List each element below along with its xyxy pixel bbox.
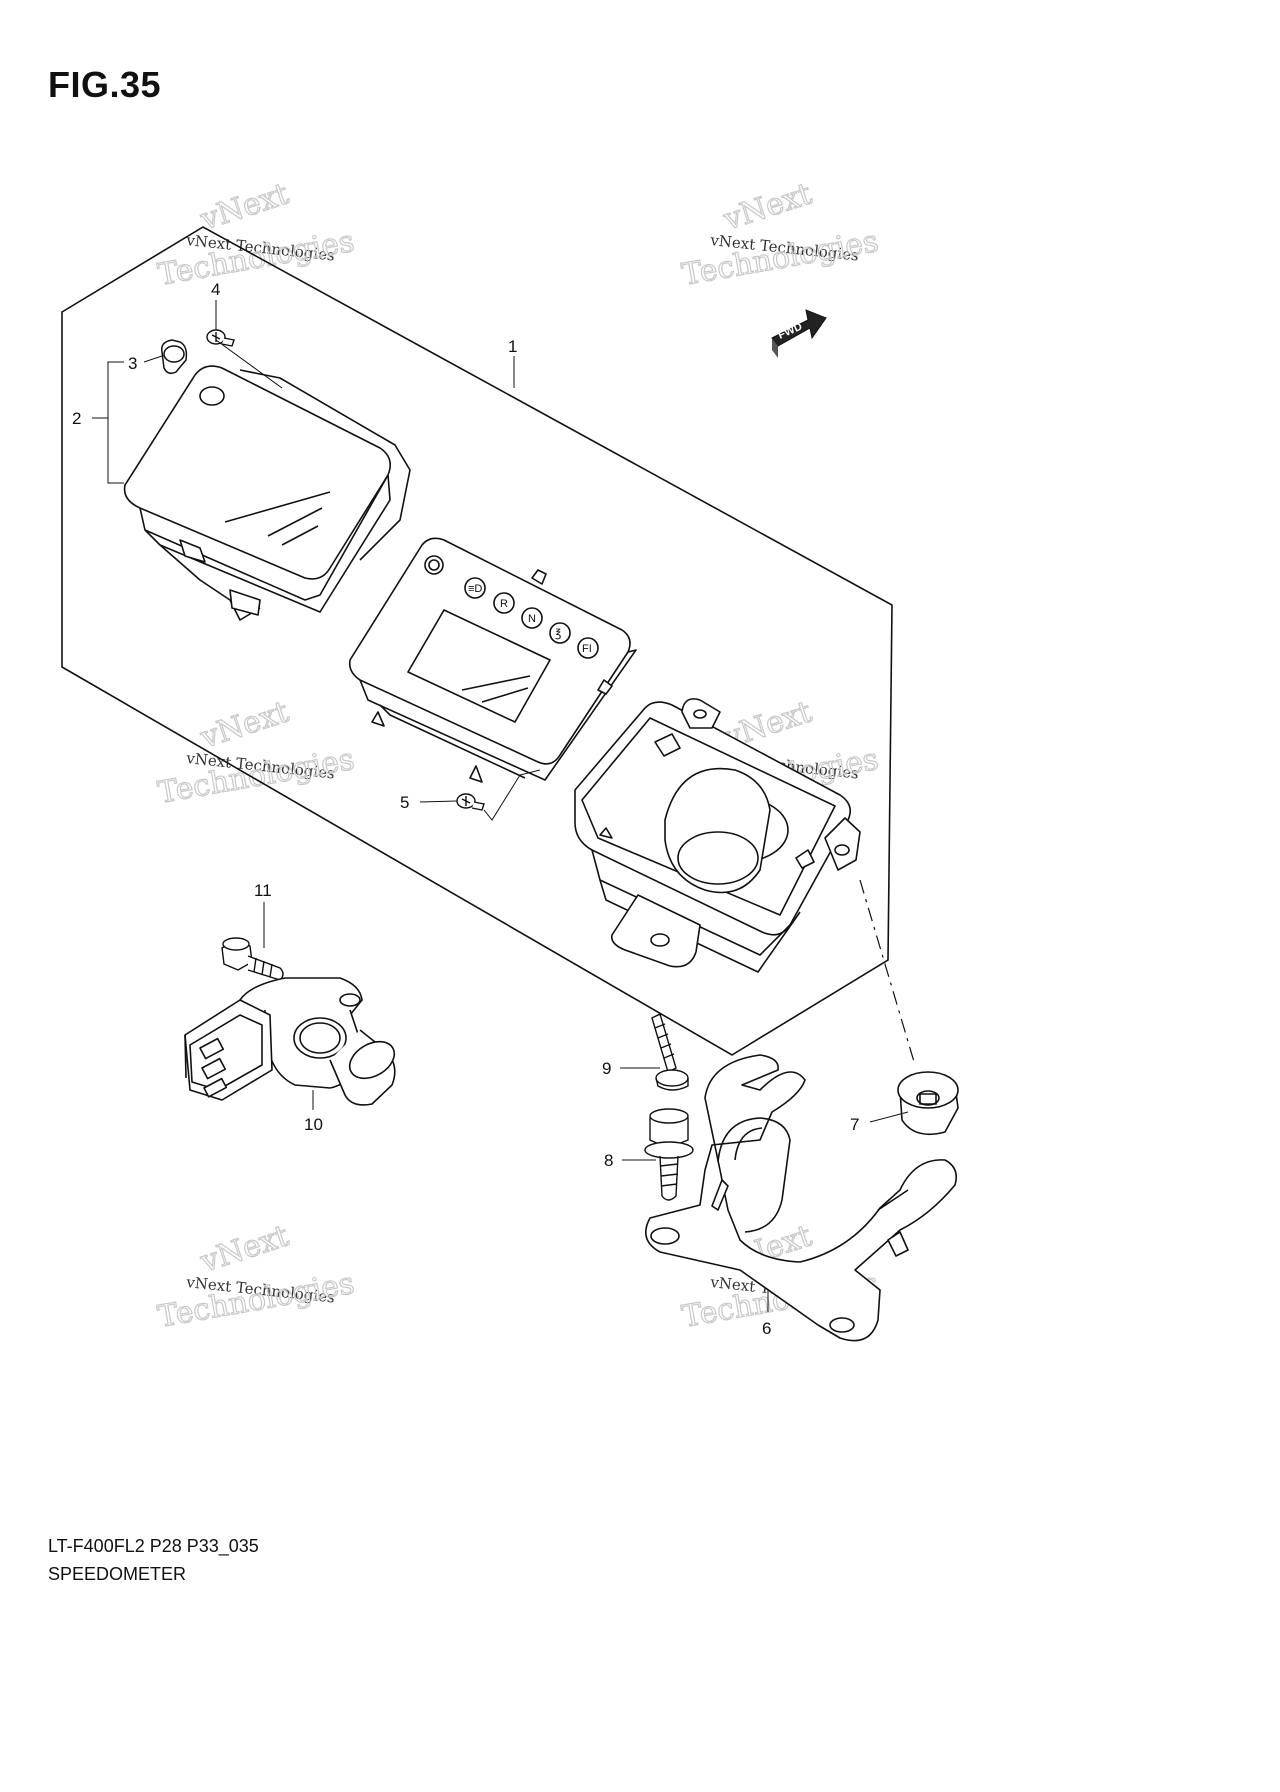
- callout-9: 9: [602, 1059, 611, 1078]
- callout-7: 7: [850, 1115, 859, 1134]
- screw-part-5: [419, 769, 541, 821]
- meter-case: [574, 698, 861, 973]
- drawing-code: LT-F400FL2 P28 P33_035: [48, 1536, 259, 1556]
- fwd-arrow-icon: FWD: [771, 309, 827, 358]
- center-line: [859, 879, 916, 1066]
- svg-text:FI: FI: [582, 643, 592, 655]
- meter-display-board: [348, 537, 637, 783]
- callout-6: 6: [762, 1319, 771, 1338]
- figure-title: FIG.35: [48, 64, 162, 105]
- callout-11: 11: [254, 881, 272, 900]
- callout-1: 1: [508, 337, 517, 356]
- speed-sensor-part-10: [184, 977, 396, 1106]
- watermark-top-left: vNext vNext Technologies Technologies: [155, 176, 358, 294]
- svg-text:R: R: [500, 598, 508, 610]
- callout-3: 3: [128, 354, 137, 373]
- svg-text:Technologies: Technologies: [155, 224, 357, 293]
- callout-5: 5: [400, 793, 409, 812]
- assembly-outline: [61, 226, 893, 1056]
- svg-text:vNext: vNext: [196, 177, 293, 238]
- callout-4: 4: [211, 280, 220, 299]
- bracket-part-6: [644, 1054, 958, 1342]
- svg-text:℥: ℥: [555, 628, 561, 640]
- watermark-top-right: vNext vNext Technologies Technologies: [679, 176, 882, 294]
- grommet-part-7: [897, 1071, 959, 1136]
- screw-part-9: [651, 1013, 689, 1091]
- callout-8: 8: [604, 1151, 613, 1170]
- svg-text:vNext: vNext: [196, 695, 293, 756]
- callout-2: 2: [72, 409, 81, 428]
- callout-10: 10: [304, 1115, 323, 1134]
- svg-text:Technologies: Technologies: [679, 224, 881, 293]
- svg-text:≡D: ≡D: [468, 583, 482, 595]
- screw-part-4: [206, 329, 283, 389]
- bolt-part-11: [221, 937, 284, 981]
- grommet-part-3: [160, 339, 188, 375]
- indicator-labels: ≡D R N ℥ FI: [468, 583, 592, 655]
- drawing-title: SPEEDOMETER: [48, 1564, 187, 1584]
- watermark-bottom-left: vNext vNext Technologies Technologies: [155, 1218, 358, 1336]
- svg-text:Technologies: Technologies: [155, 1266, 357, 1335]
- meter-cover: [123, 365, 411, 621]
- watermark-mid-left: vNext vNext Technologies Technologies: [155, 694, 358, 812]
- svg-text:Technologies: Technologies: [155, 742, 357, 811]
- svg-text:vNext: vNext: [719, 177, 816, 238]
- svg-text:vNext: vNext: [196, 1219, 293, 1280]
- bolt-part-8: [644, 1108, 694, 1201]
- svg-text:N: N: [528, 613, 536, 625]
- leader-lines: [92, 300, 909, 1312]
